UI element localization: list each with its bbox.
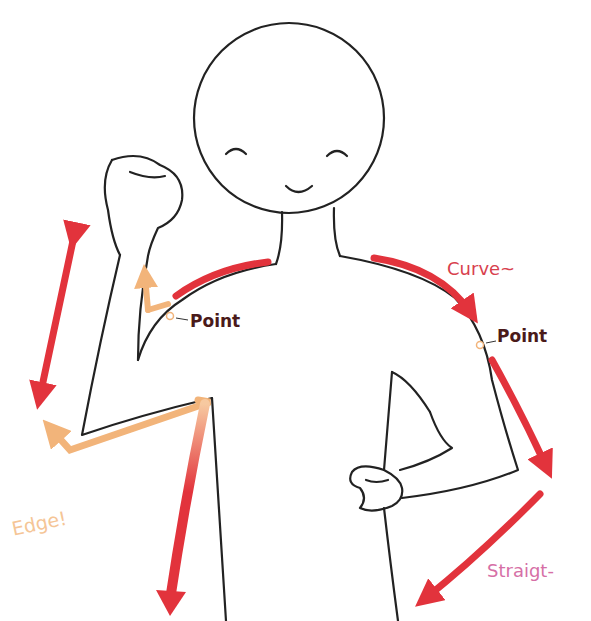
annotation-label: Straigt-: [487, 560, 554, 581]
guide-arrows: [40, 236, 546, 616]
annotation-label: Edge!: [10, 507, 69, 540]
annotation-label: Point: [497, 326, 547, 346]
figure: [82, 23, 518, 621]
annotation-label: Point: [190, 311, 240, 331]
annotation-label: Curve~: [447, 258, 515, 279]
